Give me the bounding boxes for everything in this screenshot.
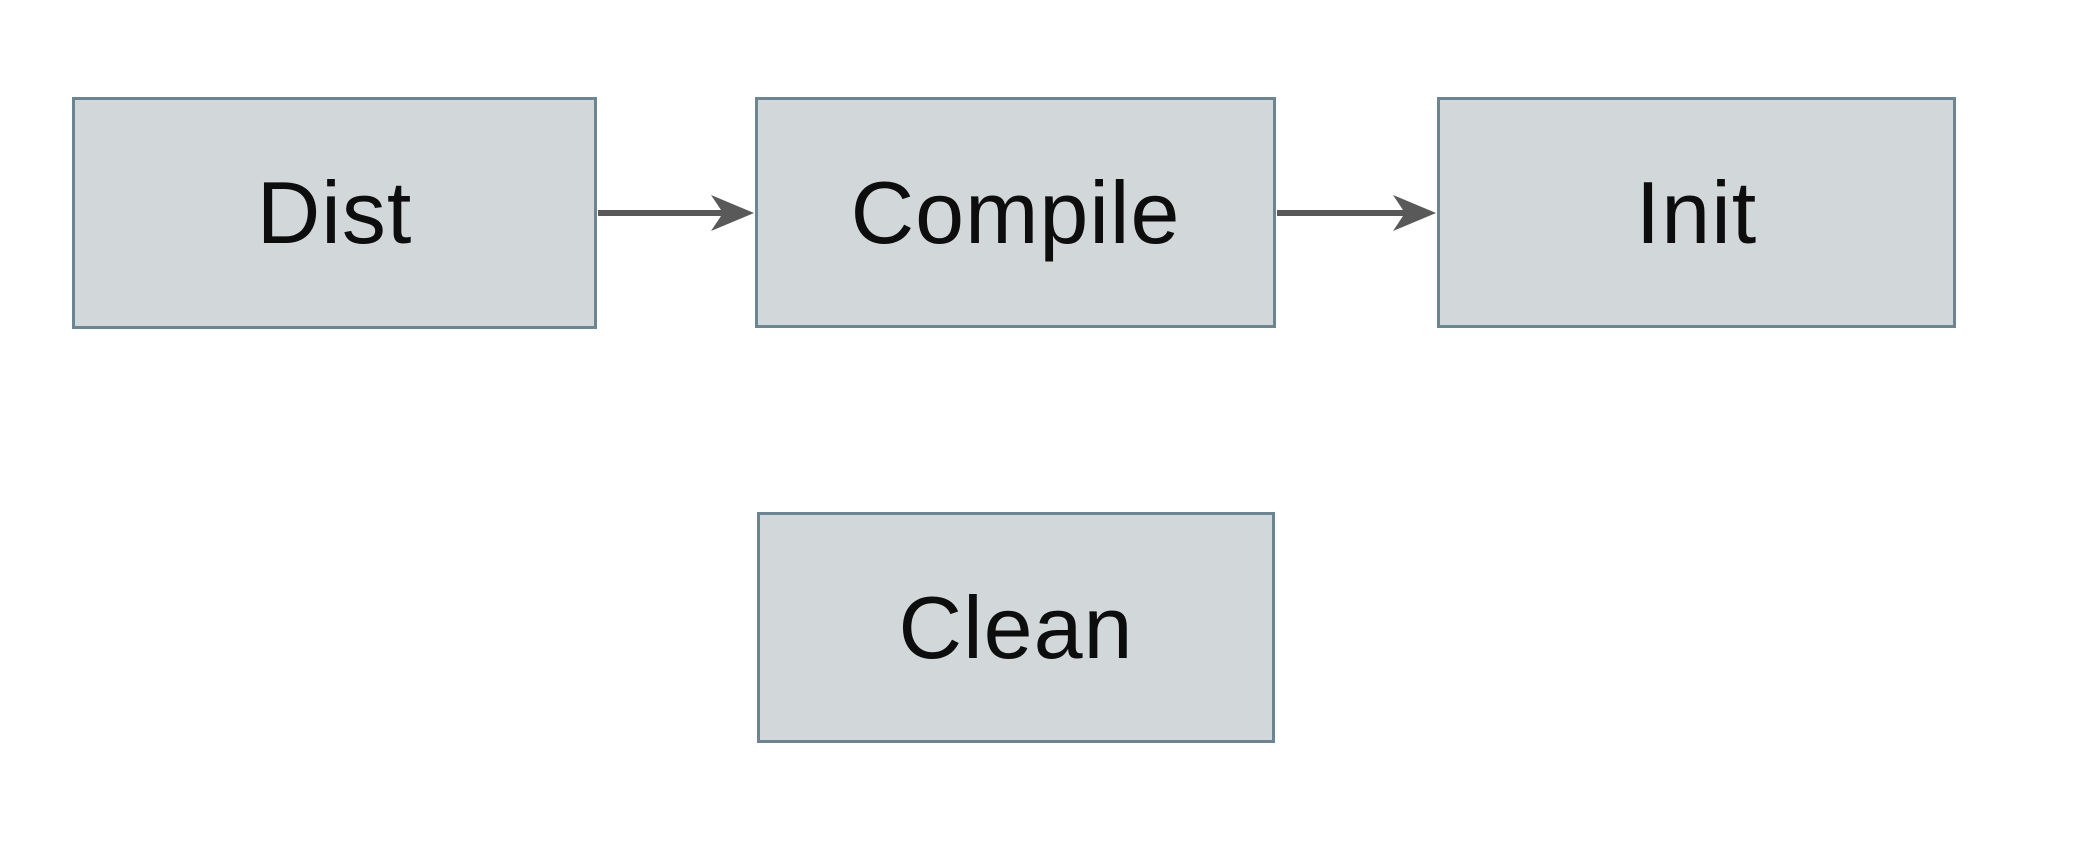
node-init[interactable]: Init: [1437, 97, 1956, 328]
arrow-dist-to-compile[interactable]: [598, 195, 754, 231]
node-compile-label: Compile: [850, 162, 1181, 262]
node-dist-label: Dist: [256, 163, 413, 262]
node-clean-label: Clean: [898, 577, 1134, 677]
node-init-label: Init: [1635, 162, 1758, 262]
node-compile[interactable]: Compile: [755, 97, 1276, 328]
node-clean[interactable]: Clean: [757, 512, 1275, 743]
arrow-compile-to-init[interactable]: [1277, 195, 1436, 231]
node-dist[interactable]: Dist: [72, 97, 597, 329]
